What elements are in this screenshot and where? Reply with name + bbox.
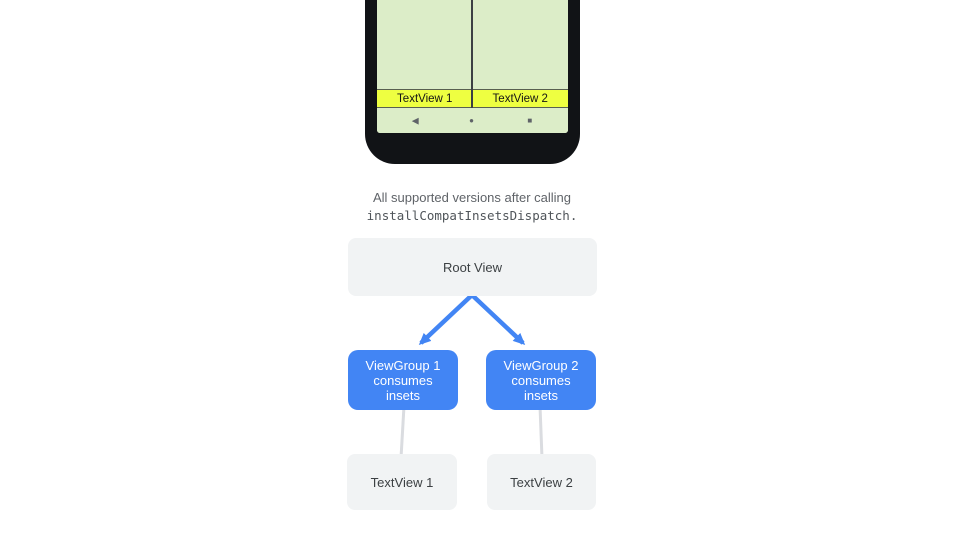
- caption-code: installCompatInsetsDispatch.: [366, 208, 578, 223]
- connector-vg2-tv2: [538, 405, 544, 459]
- node-viewgroup1: ViewGroup 1 consumes insets: [348, 350, 458, 410]
- arrow-root-to-vg2: [470, 293, 526, 346]
- screen-content: TextView 1 TextView 2: [377, 0, 568, 108]
- home-icon: ●: [469, 115, 474, 125]
- node-viewgroup2: ViewGroup 2 consumes insets: [486, 350, 596, 410]
- phone-screen: TextView 1 TextView 2 ◀ ● ■: [377, 0, 568, 133]
- arrow-root-to-vg1: [418, 293, 474, 346]
- recents-icon: ■: [527, 115, 533, 125]
- phone-mockup: TextView 1 TextView 2 ◀ ● ■: [365, 0, 580, 164]
- screen-divider: [471, 0, 473, 108]
- node-textview2: TextView 2: [487, 454, 596, 510]
- caption-text: All supported versions after calling: [373, 190, 571, 205]
- back-icon: ◀: [411, 115, 419, 125]
- textview2-highlight: TextView 2: [472, 90, 568, 107]
- android-navbar: ◀ ● ■: [377, 108, 568, 133]
- node-root-view: Root View: [348, 238, 597, 296]
- node-textview1: TextView 1: [347, 454, 457, 510]
- figure-caption: All supported versions after calling ins…: [272, 190, 672, 223]
- connector-vg1-tv1: [399, 405, 406, 459]
- textview1-highlight: TextView 1: [377, 90, 473, 107]
